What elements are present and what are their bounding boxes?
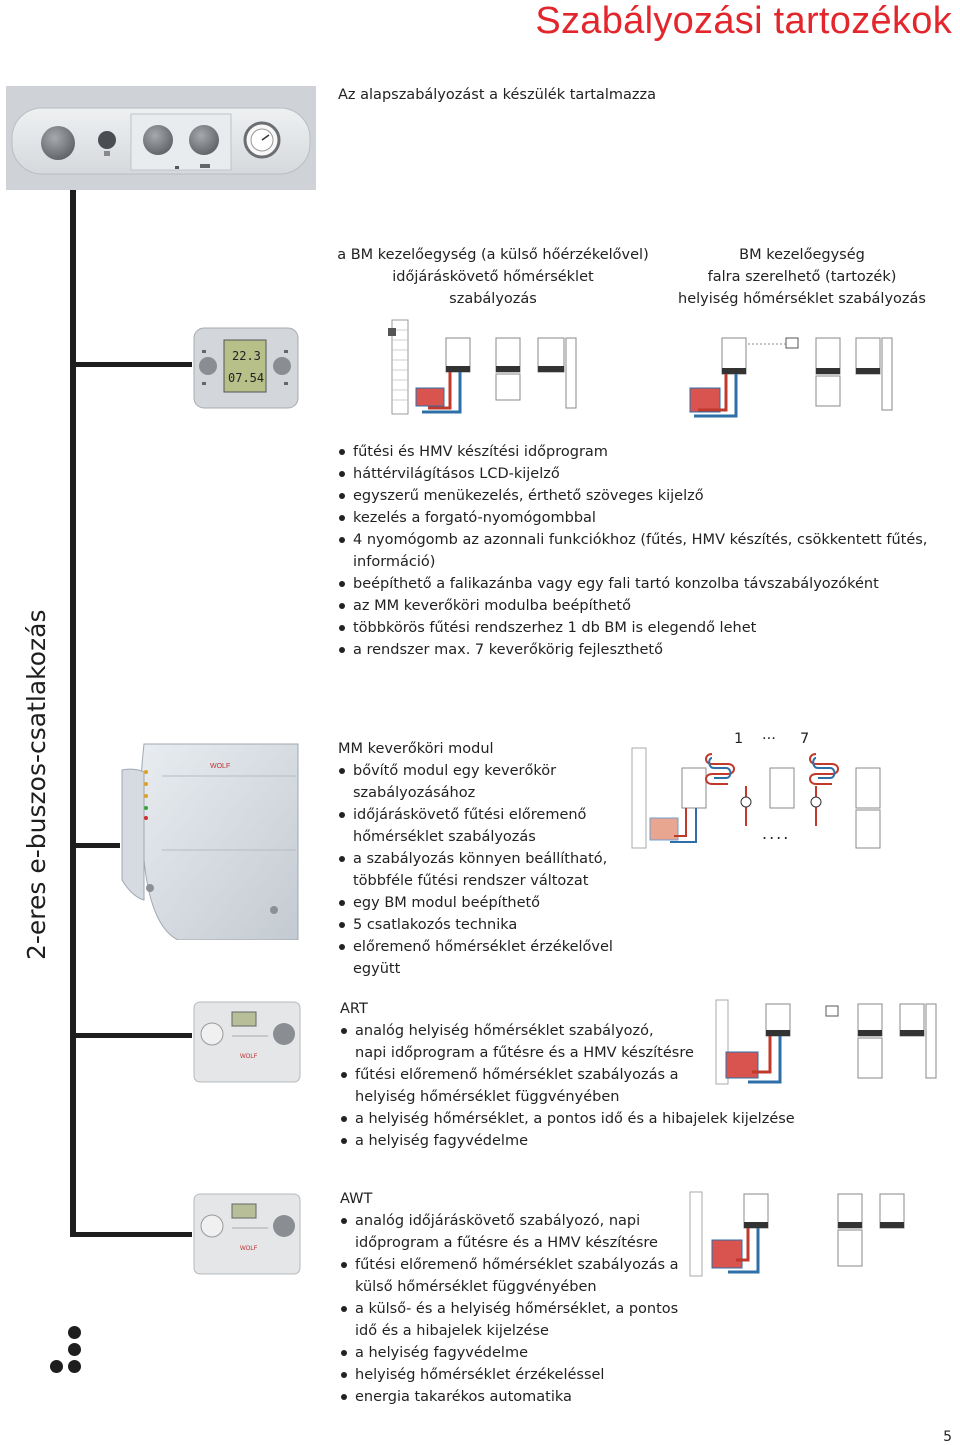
art-bullet-line: analóg helyiség hőmérséklet szabályozó, xyxy=(355,1023,654,1039)
page-title: Szabályozási tartozékok xyxy=(535,0,952,42)
bm-bullet: többkörös fűtési rendszerhez 1 db BM is … xyxy=(338,617,948,639)
bm-right-heading-line: helyiség hőmérséklet szabályozás xyxy=(678,291,926,307)
awt-bullet-line: idő és a hibajelek kijelzése xyxy=(355,1323,549,1339)
mm-diagram-label-dots: ... xyxy=(762,727,776,743)
mm-bullet: előremenő hőmérséklet érzékelővel együtt xyxy=(338,936,658,980)
art-heating-diagram xyxy=(715,999,937,1085)
bm-left-heading: a BM kezelőegység (a külső hőérzékelővel… xyxy=(335,244,651,310)
awt-bullet: fűtési előremenő hőmérséklet szabályozás… xyxy=(340,1254,720,1298)
mm-bullet: bővítő modul egy keverőkör szabályozásáho… xyxy=(338,760,658,804)
awt-heading: AWT xyxy=(340,1191,373,1207)
bus-connector-art xyxy=(70,1033,192,1038)
bus-line xyxy=(70,190,76,1235)
mm-bullet-line: időjáráskövető fűtési előremenő xyxy=(353,807,587,823)
art-bullet-list: analóg helyiség hőmérséklet szabályozó, n… xyxy=(340,1020,810,1152)
awt-bullet-line: fűtési előremenő hőmérséklet szabályozás… xyxy=(355,1257,679,1273)
art-bullet: a helyiség fagyvédelme xyxy=(340,1130,810,1152)
mm-diagram-label-7: 7 xyxy=(800,731,810,747)
continuation-dot xyxy=(50,1360,63,1373)
awt-bullet: energia takarékos automatika xyxy=(340,1386,720,1408)
bm-left-heading-line: szabályozás xyxy=(449,291,537,307)
mm-module-image: WOLF xyxy=(121,743,299,940)
bm-bullet-list: fűtési és HMV készítési időprogram hátté… xyxy=(338,441,948,661)
mm-diagram-label-1: 1 xyxy=(734,731,744,747)
mm-heading: MM keverőköri modul xyxy=(338,741,494,757)
awt-bullet: helyiség hőmérséklet érzékeléssel xyxy=(340,1364,720,1386)
continuation-dot xyxy=(68,1360,81,1373)
mm-bullet: a szabályozás könnyen beállítható, többfé… xyxy=(338,848,658,892)
art-bullet: analóg helyiség hőmérséklet szabályozó, n… xyxy=(340,1020,810,1064)
continuation-dot xyxy=(68,1343,81,1356)
mm-bullet-list: bővítő modul egy keverőkör szabályozásáho… xyxy=(338,760,658,980)
bm-display-bottom: 07.54 xyxy=(228,371,264,385)
mm-bullet-line: hőmérséklet szabályozás xyxy=(353,829,536,845)
art-bullet: a helyiség hőmérséklet, a pontos idő és … xyxy=(340,1108,810,1130)
awt-bullet-line: a külső- és a helyiség hőmérséklet, a po… xyxy=(355,1301,679,1317)
bm-bullet: kezelés a forgató-nyomógombbal xyxy=(338,507,948,529)
awt-bullet: a helyiség fagyvédelme xyxy=(340,1342,720,1364)
boiler-control-panel-image xyxy=(6,86,316,190)
mm-brand-logo: WOLF xyxy=(210,763,230,770)
art-bullet: fűtési előremenő hőmérséklet szabályozás… xyxy=(340,1064,810,1108)
bus-connector-mm xyxy=(70,843,120,848)
bm-left-heading-line: időjáráskövető hőmérséklet xyxy=(392,269,594,285)
base-control-caption: Az alapszabályozást a készülék tartalmaz… xyxy=(338,87,656,103)
bm-right-diagram xyxy=(689,337,893,418)
mm-bullet-line: szabályozásához xyxy=(353,785,476,801)
continuation-dot xyxy=(68,1326,81,1339)
bm-right-heading-line: BM kezelőegység xyxy=(739,247,865,263)
bm-bullet: egyszerű menükezelés, érthető szöveges k… xyxy=(338,485,948,507)
bm-bullet: háttérvilágításos LCD-kijelző xyxy=(338,463,948,485)
bm-right-heading-line: falra szerelhető (tartozék) xyxy=(707,269,897,285)
awt-bullet: a külső- és a helyiség hőmérséklet, a po… xyxy=(340,1298,720,1342)
bm-bullet-continuation: információ) xyxy=(353,554,436,570)
bm-display-top: 22.3 xyxy=(232,349,261,363)
art-control-image: WOLF xyxy=(193,1001,301,1083)
mm-bullet-line: bővítő modul egy keverőkör xyxy=(353,763,557,779)
mm-bullet: időjáráskövető fűtési előremenő hőmérsékl… xyxy=(338,804,658,848)
art-bullet-line: helyiség hőmérséklet függvényében xyxy=(355,1089,620,1105)
awt-heating-diagram xyxy=(689,1191,905,1277)
mm-heating-diagram xyxy=(631,747,881,849)
bus-connector-awt xyxy=(70,1232,192,1237)
page-number: 5 xyxy=(943,1429,952,1445)
bus-connector-bm xyxy=(70,362,192,367)
mm-bullet-line: a szabályozás könnyen beállítható, xyxy=(353,851,608,867)
bm-bullet: a rendszer max. 7 keverőkörig fejleszthe… xyxy=(338,639,948,661)
awt-bullet-line: analóg időjáráskövető szabályozó, napi xyxy=(355,1213,641,1229)
art-brand-logo: WOLF xyxy=(240,1054,258,1060)
bm-right-heading: BM kezelőegység falra szerelhető (tartoz… xyxy=(652,244,952,310)
art-bullet-line: fűtési előremenő hőmérséklet szabályozás… xyxy=(355,1067,679,1083)
mm-diagram-dots: .... xyxy=(762,824,791,843)
awt-bullet: analóg időjáráskövető szabályozó, napi id… xyxy=(340,1210,720,1254)
awt-bullet-list: analóg időjáráskövető szabályozó, napi id… xyxy=(340,1210,720,1408)
mm-bullet: 5 csatlakozós technika xyxy=(338,914,658,936)
side-label: 2-eres e-buszos-csatlakozás xyxy=(22,609,51,960)
awt-bullet-line: időprogram a fűtésre és a HMV készítésre xyxy=(355,1235,658,1251)
mm-bullet-line: többféle fűtési rendszer változat xyxy=(353,873,589,889)
bm-bullet: az MM keverőköri modulba beépíthető xyxy=(338,595,948,617)
bm-bullet: 4 nyomógomb az azonnali funkciókhoz (fűt… xyxy=(338,529,948,573)
bm-left-heading-line: a BM kezelőegység (a külső hőérzékelővel… xyxy=(337,247,649,263)
art-bullet-line: napi időprogram a fűtésre és a HMV készí… xyxy=(355,1045,694,1061)
awt-control-image: WOLF xyxy=(193,1193,301,1275)
art-heading: ART xyxy=(340,1001,368,1017)
awt-bullet-line: külső hőmérséklet függvényében xyxy=(355,1279,597,1295)
mm-bullet: egy BM modul beépíthető xyxy=(338,892,658,914)
bm-bullet: beépíthető a falikazánba vagy egy fali t… xyxy=(338,573,948,595)
bm-bullet-text: 4 nyomógomb az azonnali funkciókhoz (fűt… xyxy=(353,532,928,548)
bm-bullet: fűtési és HMV készítési időprogram xyxy=(338,441,948,463)
awt-brand-logo: WOLF xyxy=(240,1246,258,1252)
bm-left-diagram xyxy=(388,319,577,415)
bm-control-unit-image: 22.3 07.54 xyxy=(193,327,299,409)
